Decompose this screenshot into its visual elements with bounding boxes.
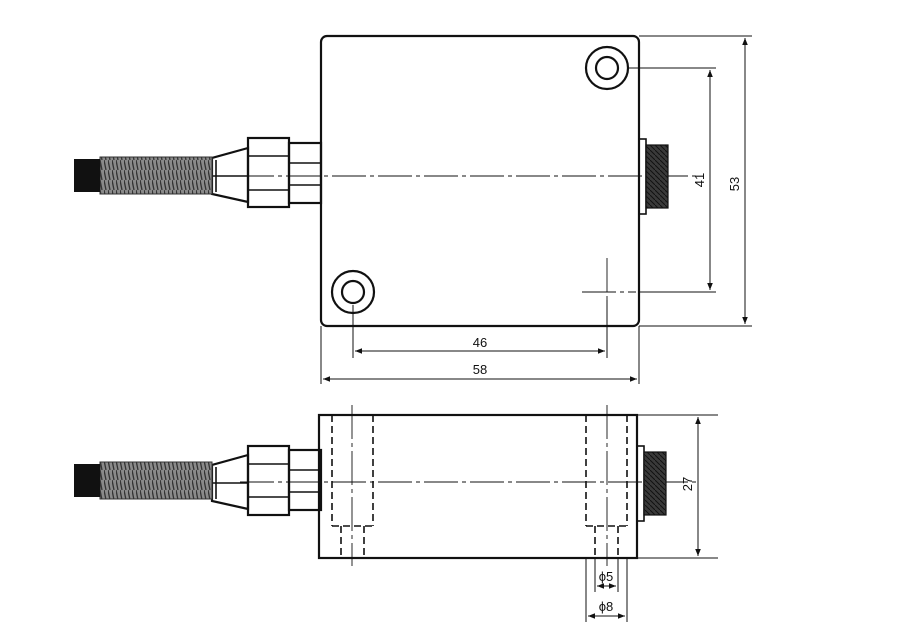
dimension-41-label: 41 xyxy=(692,173,707,187)
threaded-cable-side xyxy=(74,461,213,500)
side-connector-top xyxy=(638,138,669,215)
dimension-phi8-label: ϕ8 xyxy=(599,599,614,614)
dimension-phi5-label: ϕ5 xyxy=(599,569,614,584)
dimension-53-label: 53 xyxy=(727,177,742,191)
dimension-41: 41 xyxy=(628,67,716,293)
hidden-bore-right xyxy=(585,415,628,558)
side-view: 27 ϕ5 ϕ8 xyxy=(74,405,718,622)
dimension-53: 53 xyxy=(639,35,752,327)
sensor-body-top xyxy=(319,34,641,328)
dimension-27-label: 27 xyxy=(680,477,695,491)
dimension-27: 27 xyxy=(637,414,718,559)
threaded-cable-top xyxy=(74,156,213,195)
dimension-46-label: 46 xyxy=(473,335,487,350)
side-connector-side xyxy=(636,445,667,522)
hidden-bore-left xyxy=(331,415,374,558)
dimension-phi5: ϕ5 xyxy=(594,558,619,592)
top-view: 46 58 41 53 xyxy=(74,34,752,384)
cable-gland-side xyxy=(210,444,323,517)
sensor-body-side xyxy=(317,413,639,560)
cable-gland-top xyxy=(210,136,323,209)
dimension-58: 58 xyxy=(320,326,640,384)
dimension-46: 46 xyxy=(352,300,608,358)
dimension-58-label: 58 xyxy=(473,362,487,377)
mounting-hole-top-right xyxy=(584,45,630,91)
dimension-phi8: ϕ8 xyxy=(585,558,628,622)
